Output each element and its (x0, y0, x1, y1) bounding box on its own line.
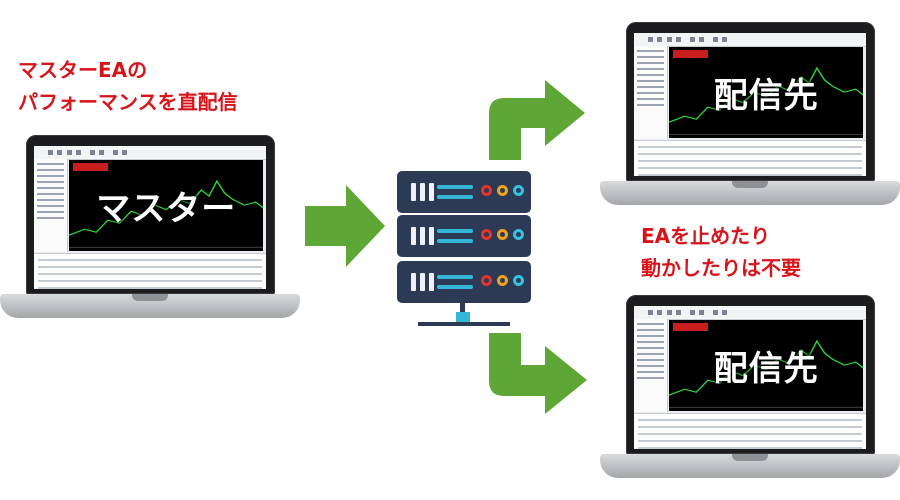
arrow-master-to-server (305, 185, 385, 267)
ea-badge (72, 163, 108, 172)
destination1-screen-label: 配信先 (713, 76, 819, 117)
server-vent (411, 227, 416, 245)
laptop-lid: 配信先 (625, 295, 875, 455)
arrow-server-to-destination1 (489, 80, 585, 160)
platform-toolbar (34, 146, 266, 161)
master-screen-label: マスター (96, 189, 237, 230)
server-vent (411, 183, 416, 201)
no-start-stop-caption: EAを止めたり 動かしたりは不要 (641, 220, 801, 284)
candlestick-chart (668, 340, 864, 409)
navigator-panel (634, 46, 668, 140)
server-unit-bottom (397, 261, 531, 303)
server-vent (420, 273, 425, 291)
server-led-cyan (513, 275, 524, 286)
server-network-rail (418, 322, 510, 326)
server-led-red (481, 185, 492, 196)
note-caption-line2: 動かしたりは不要 (641, 256, 801, 280)
candlestick-chart (668, 67, 864, 136)
server-status-bar (437, 275, 473, 279)
server-unit-top (397, 171, 531, 213)
server-status-bar (437, 285, 473, 289)
server-led-red (481, 275, 492, 286)
trading-platform-screen: 配信先 (634, 33, 866, 177)
arrow-server-to-destination2 (489, 333, 587, 414)
ea-badge (672, 50, 708, 59)
destination-laptop-1: 配信先 (600, 22, 900, 205)
candlestick-chart (68, 180, 264, 249)
price-chart (668, 320, 864, 411)
platform-toolbar (634, 306, 866, 321)
trading-platform-screen: マスター (34, 146, 266, 290)
server-vent (420, 183, 425, 201)
server-network-stem (460, 303, 465, 313)
server-led-red (481, 229, 492, 240)
server-led-cyan (513, 229, 524, 240)
server-unit-middle (397, 215, 531, 257)
master-caption-line1: マスターEAの (18, 58, 148, 82)
terminal-panel (34, 252, 266, 290)
server-network-connector (456, 312, 470, 322)
destination2-screen-label: 配信先 (713, 349, 819, 390)
price-chart (668, 47, 864, 138)
server-vent (420, 227, 425, 245)
server-vent (429, 227, 434, 245)
server-vent (429, 183, 434, 201)
terminal-panel (634, 412, 866, 450)
server-vent (429, 273, 434, 291)
platform-toolbar (634, 33, 866, 48)
server-status-bar (437, 185, 473, 189)
navigator-panel (34, 159, 68, 253)
server-vent (411, 273, 416, 291)
server-led-orange (497, 185, 508, 196)
server-led-cyan (513, 185, 524, 196)
trading-platform-screen: 配信先 (634, 306, 866, 450)
server-led-orange (497, 229, 508, 240)
navigator-panel (634, 319, 668, 413)
ea-badge (672, 323, 708, 332)
price-chart (68, 160, 264, 251)
laptop-lid: 配信先 (625, 22, 875, 182)
laptop-base (600, 454, 900, 478)
laptop-base (0, 294, 300, 318)
server-status-bar (437, 239, 473, 243)
master-laptop: マスター (0, 135, 300, 318)
laptop-lid: マスター (25, 135, 275, 295)
server-status-bar (437, 195, 473, 199)
destination-laptop-2: 配信先 (600, 295, 900, 478)
note-caption-line1: EAを止めたり (641, 224, 771, 248)
laptop-base (600, 181, 900, 205)
master-caption-line2: パフォーマンスを直配信 (18, 90, 238, 114)
terminal-panel (634, 139, 866, 177)
server-status-bar (437, 229, 473, 233)
master-performance-caption: マスターEAの パフォーマンスを直配信 (18, 54, 238, 118)
server-led-orange (497, 275, 508, 286)
